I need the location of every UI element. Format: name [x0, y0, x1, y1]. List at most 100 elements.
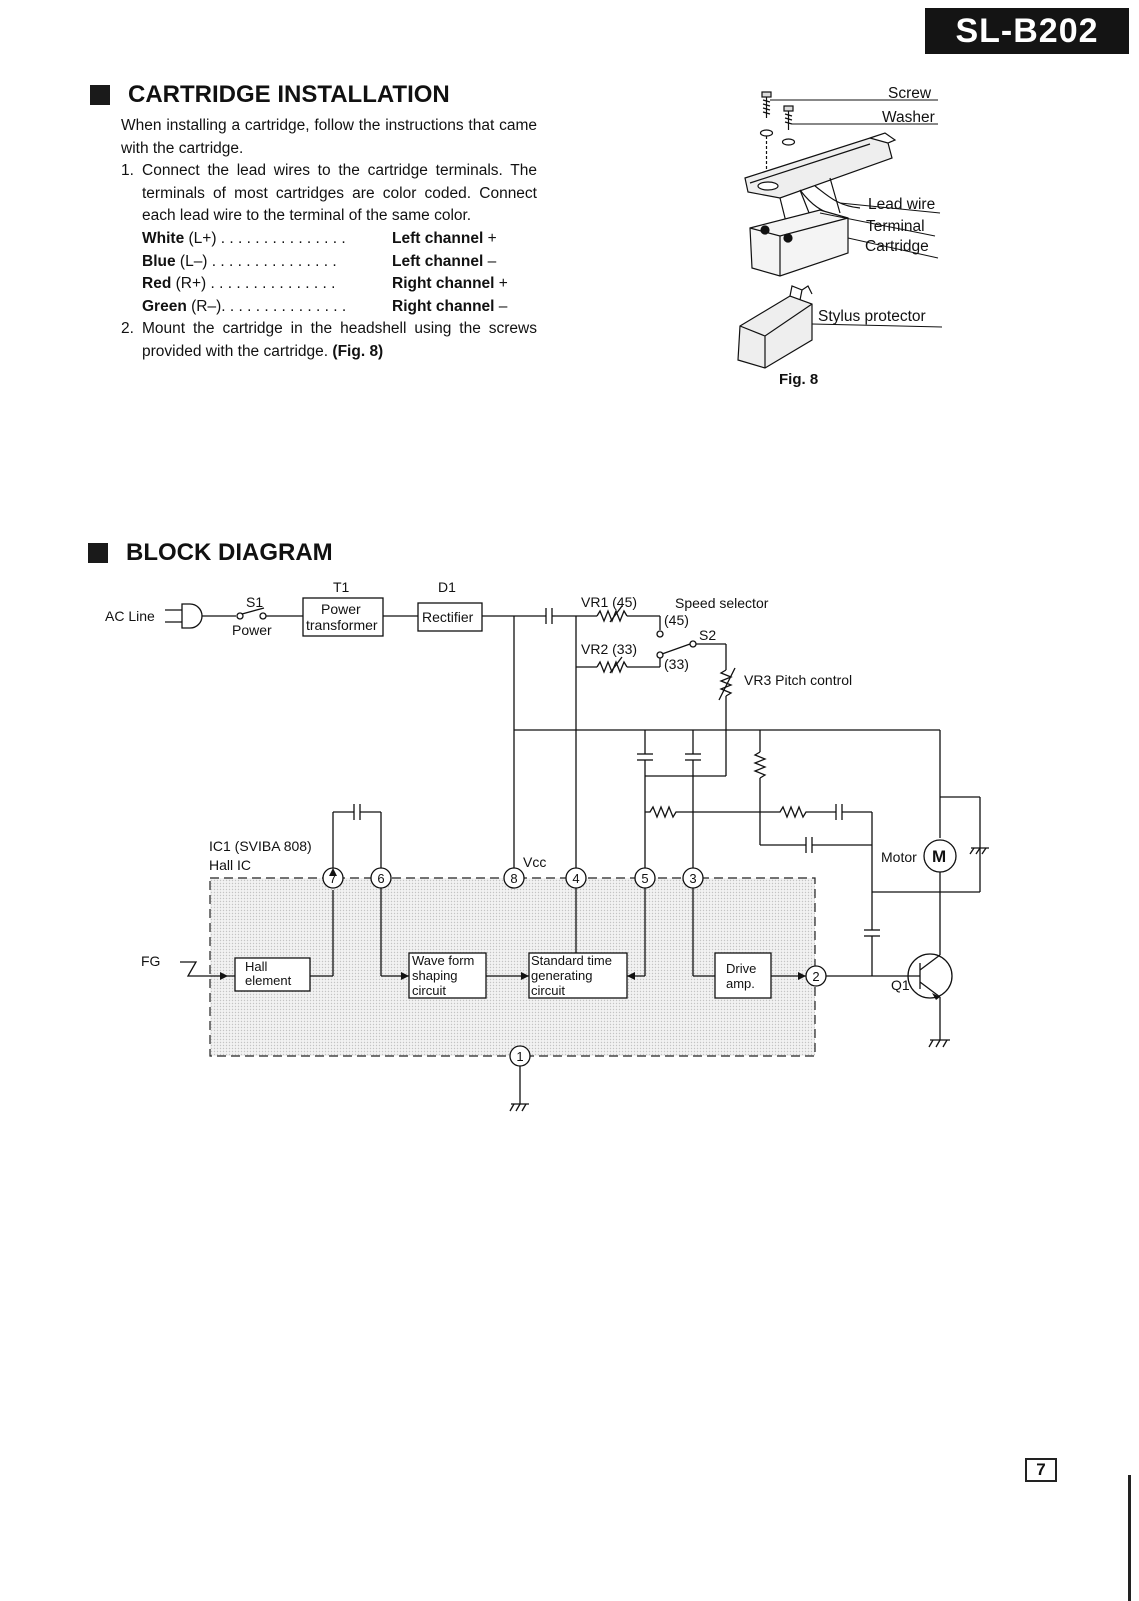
drive-amp-label-line1: Drive	[726, 961, 756, 976]
standard-time-label-line3: circuit	[531, 983, 565, 998]
position-33-label: (33)	[664, 656, 689, 672]
resistor-icon	[753, 751, 767, 779]
vr3-label: VR3 Pitch control	[744, 672, 852, 688]
wire-channel: Left channel	[392, 252, 484, 270]
speed-selector-label: Speed selector	[675, 595, 769, 611]
vr2-label: VR2 (33)	[581, 641, 637, 657]
block-diagram-title: BLOCK DIAGRAM	[126, 539, 333, 566]
model-badge: SL-B202	[925, 8, 1129, 54]
fg-label: FG	[141, 953, 160, 969]
transformer-label-line1: Power	[321, 601, 361, 617]
position-45-label: (45)	[664, 612, 689, 628]
s1-label: S1	[246, 594, 263, 610]
s2-label: S2	[699, 627, 716, 643]
wire-color: Blue	[142, 252, 176, 270]
wire-code: (L+)	[188, 229, 217, 247]
resistor-icon	[760, 805, 836, 819]
vr1-resistor-icon	[596, 609, 628, 623]
washer-icon	[781, 138, 796, 146]
q1-label: Q1	[891, 977, 910, 993]
wire-color: Red	[142, 275, 172, 293]
wave-form-label-line2: shaping	[412, 968, 458, 983]
wire-sign: –	[498, 297, 508, 315]
wire-sign: +	[487, 229, 497, 247]
wire-sign: –	[487, 252, 497, 270]
screw-icon	[783, 105, 794, 130]
figure-reference: (Fig. 8)	[332, 342, 384, 360]
pin-8	[503, 867, 525, 889]
cartridge-section-heading: CARTRIDGE INSTALLATION	[90, 81, 450, 109]
leader-dots: . . . . . . . . . . . . . . .	[206, 275, 336, 293]
drive-amp-label-line2: amp.	[726, 976, 755, 991]
power-switch-label: Power	[232, 622, 272, 638]
screw-label: Screw	[888, 85, 932, 102]
cartridge-intro: When installing a cartridge, follow the …	[121, 117, 537, 157]
wire-row: Red (R+) . . . . . . . . . . . . . . . R…	[142, 273, 537, 296]
hall-element-block	[234, 957, 311, 992]
ac-plug-icon	[165, 603, 203, 629]
hall-element-label-line1: Hall	[245, 959, 268, 974]
step-number: 2.	[121, 320, 134, 338]
wire-row: Blue (L–) . . . . . . . . . . . . . . . …	[142, 251, 537, 274]
wire-color-table: White (L+) . . . . . . . . . . . . . . .…	[121, 228, 537, 318]
ground-icon	[969, 847, 989, 855]
wire-channel: Left channel	[392, 229, 484, 247]
section-bullet-icon	[88, 543, 108, 563]
cartridge-section-title: CARTRIDGE INSTALLATION	[128, 81, 450, 108]
vcc-label: Vcc	[523, 854, 546, 870]
power-switch-icon	[236, 607, 267, 620]
wire-row: White (L+) . . . . . . . . . . . . . . .…	[142, 228, 537, 251]
vr2-resistor-icon	[596, 660, 628, 674]
standard-time-label-line1: Standard time	[531, 953, 612, 968]
wave-form-label-line1: Wave form	[412, 953, 474, 968]
wire-color: White	[142, 229, 185, 247]
instruction-step-1: 1. Connect the lead wires to the cartrid…	[121, 160, 537, 228]
cartridge-label: Cartridge	[865, 238, 929, 255]
section-bullet-icon	[90, 85, 110, 105]
motor-label: Motor	[881, 849, 917, 865]
leader-dots: . . . . . . . . . . . . . . .	[221, 297, 347, 315]
cartridge-exploded-figure	[737, 91, 943, 369]
vr3-pitch-control-icon	[719, 669, 733, 697]
pin-6-label: 6	[377, 871, 384, 886]
hall-ic-label: Hall IC	[209, 857, 251, 873]
pin-7-label: 7	[329, 871, 336, 886]
transformer-label-line2: transformer	[306, 617, 378, 633]
wire-sign: +	[498, 275, 508, 293]
step-text: Mount the cartridge in the headshell usi…	[142, 320, 537, 360]
standard-time-label-line2: generating	[531, 968, 592, 983]
leader-dots: . . . . . . . . . . . . . . .	[207, 252, 337, 270]
page-edge-mark	[1128, 1475, 1131, 1601]
instruction-step-2: 2. Mount the cartridge in the headshell …	[121, 318, 537, 363]
wire-code: (R–)	[191, 297, 222, 315]
ic1-label: IC1 (SVIBA 808)	[209, 838, 312, 854]
leader-dots: . . . . . . . . . . . . . . .	[216, 229, 346, 247]
standard-time-generating-block	[528, 952, 628, 999]
figure-caption: Fig. 8	[779, 371, 819, 388]
pin-3-label: 3	[689, 871, 696, 886]
wave-form-shaping-block	[408, 952, 487, 999]
rectifier-block	[417, 602, 483, 632]
step-number: 1.	[121, 162, 134, 180]
vr1-label: VR1 (45)	[581, 594, 637, 610]
pin-1-label: 1	[516, 1049, 523, 1064]
wire-code: (L–)	[179, 252, 208, 270]
ground-icon	[928, 1039, 950, 1048]
pin-5-label: 5	[641, 871, 648, 886]
wire-row: Green (R–). . . . . . . . . . . . . . . …	[142, 296, 537, 319]
terminal-label: Terminal	[866, 218, 925, 235]
cartridge-icon	[749, 209, 849, 277]
drive-amp-block	[714, 952, 772, 999]
stylus-protector-icon	[737, 285, 813, 369]
power-transformer-block	[302, 597, 384, 637]
wire-color: Green	[142, 297, 187, 315]
wire-channel: Right channel	[392, 297, 495, 315]
pin-8-label: 8	[510, 871, 517, 886]
hall-element-label-line2: element	[245, 973, 292, 988]
wave-form-label-line3: circuit	[412, 983, 446, 998]
t1-label: T1	[333, 579, 350, 595]
headshell-icon	[744, 132, 897, 239]
wire-code: (R+)	[175, 275, 207, 293]
ground-icon	[509, 1103, 529, 1112]
